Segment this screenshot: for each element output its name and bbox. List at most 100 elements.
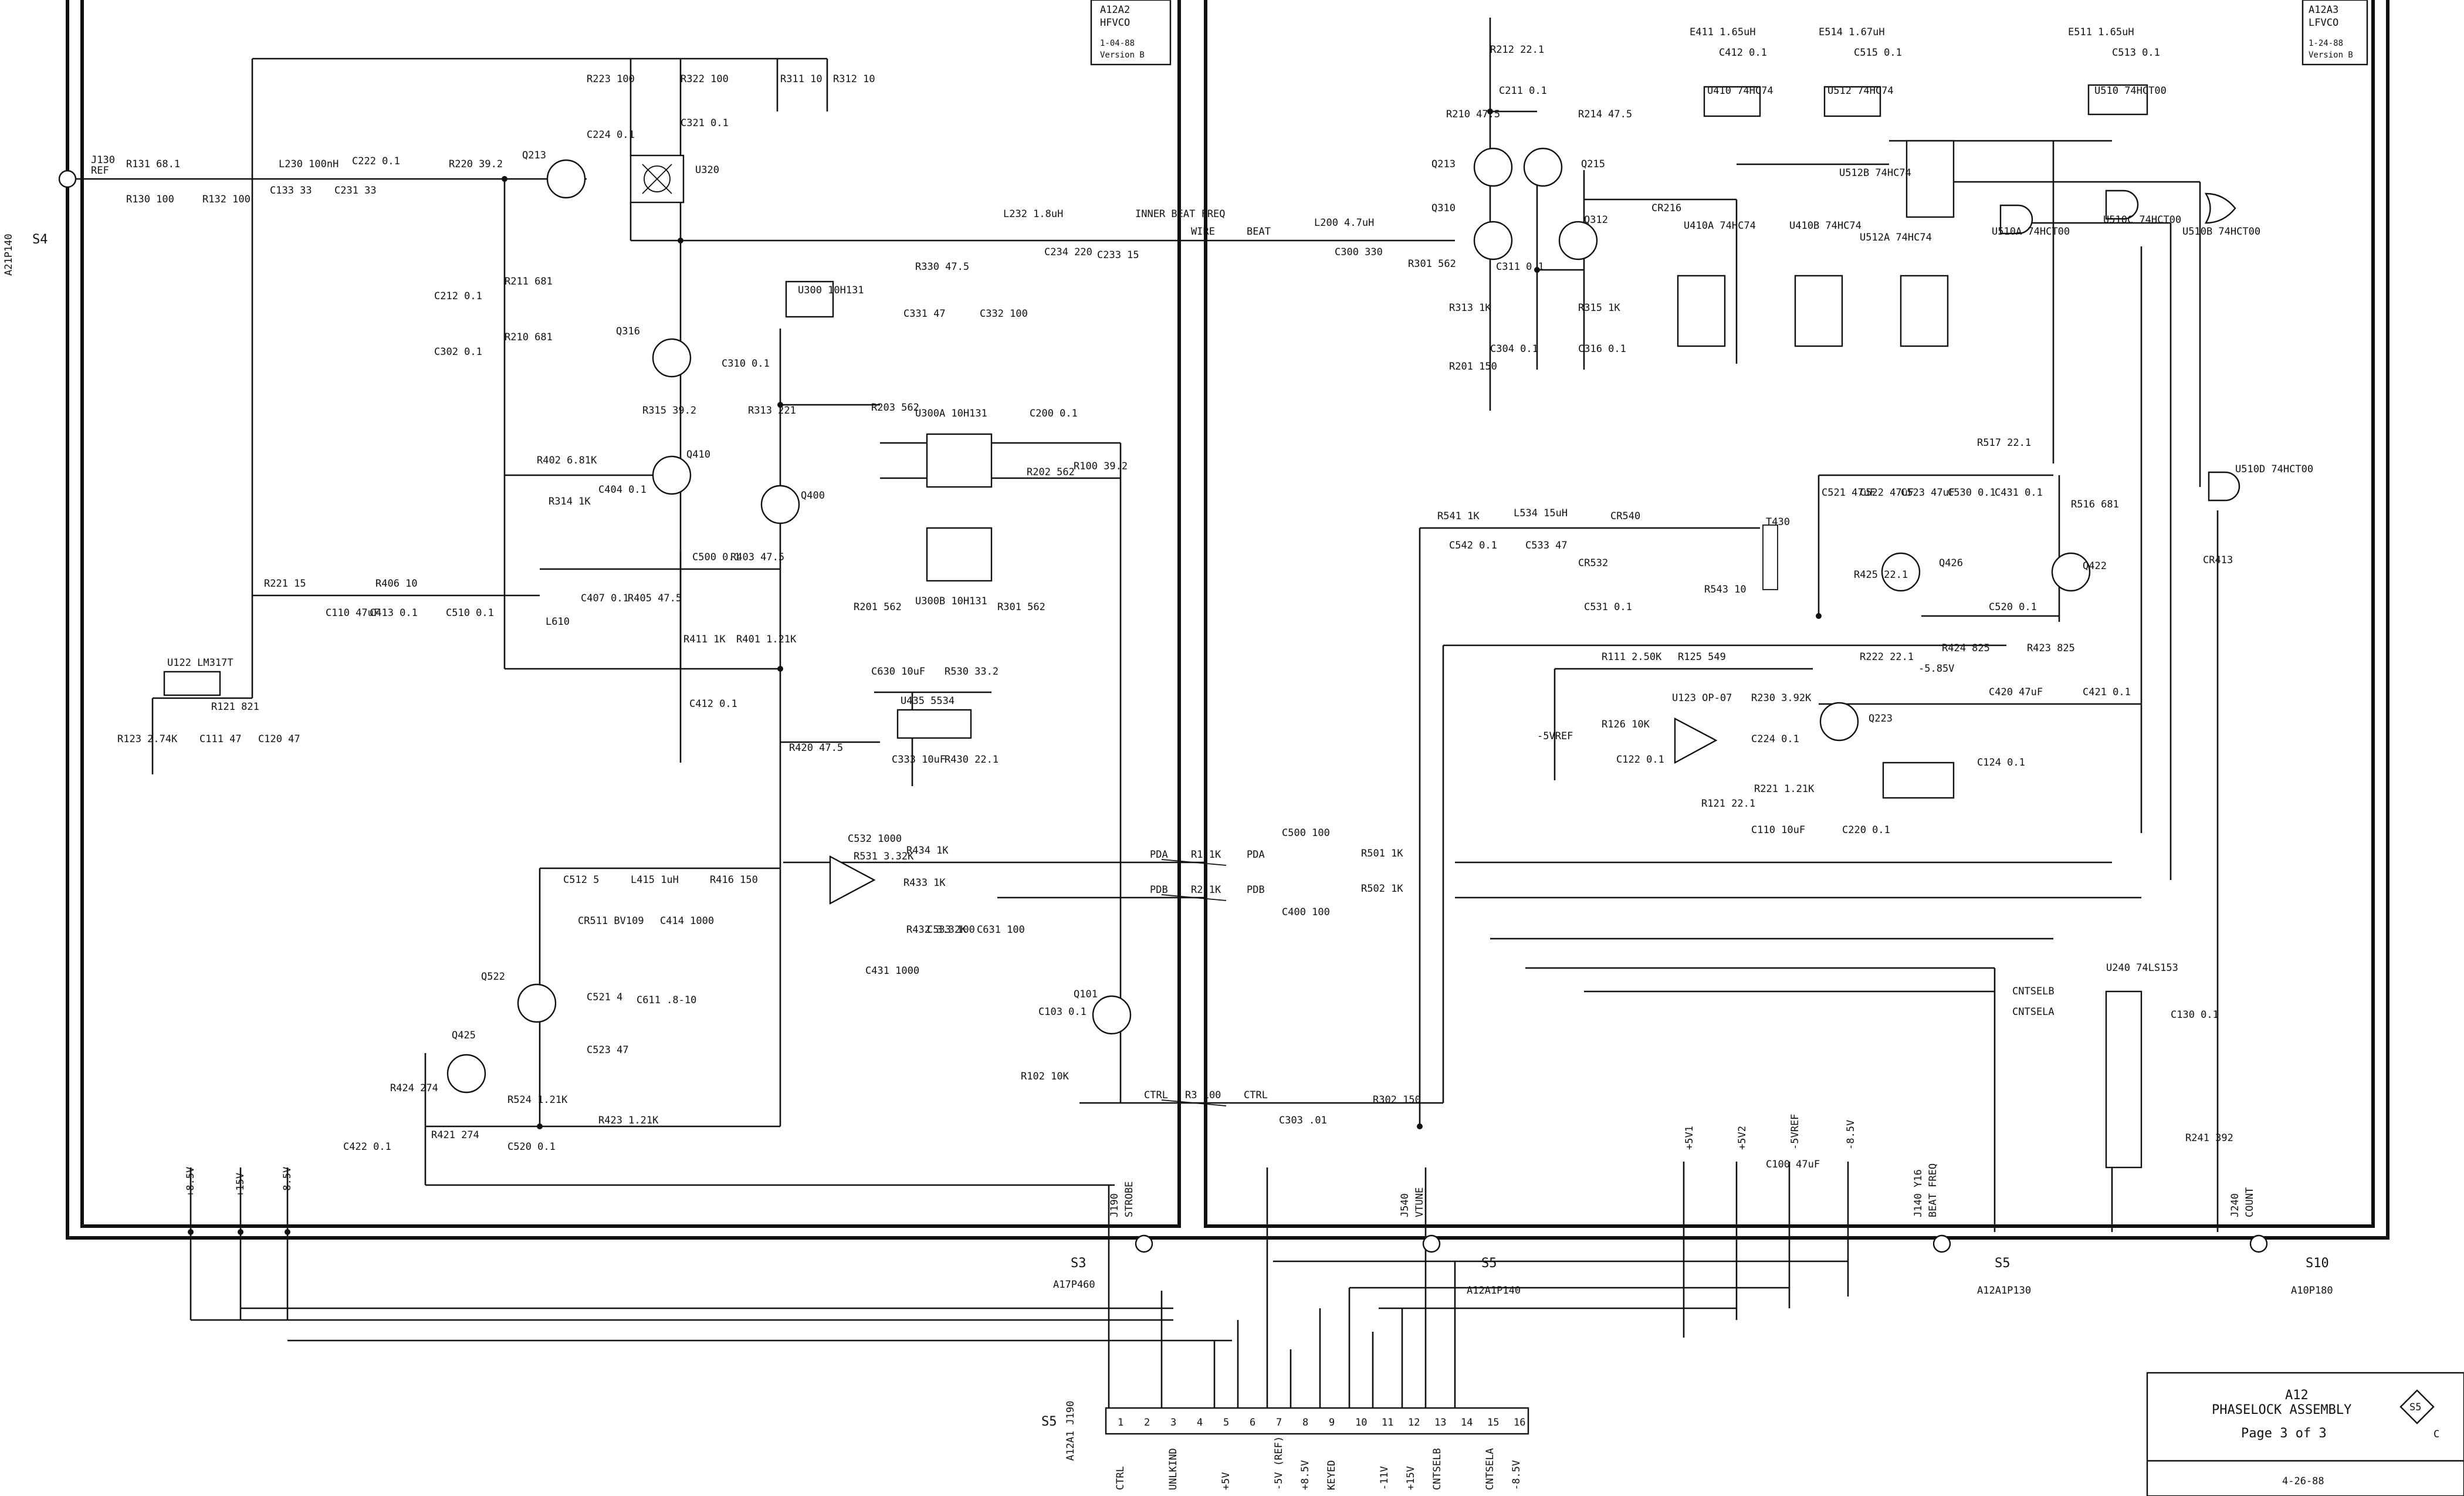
- svg-text:PDB: PDB: [1247, 884, 1265, 896]
- left-part-label: U122 LM317T: [167, 657, 233, 669]
- left-part-label: C431 1000: [865, 965, 919, 977]
- right-board-wiring: [1206, 18, 2219, 1361]
- transistor-symbol: [517, 983, 557, 1023]
- right-part-label: C124 0.1: [1977, 757, 2025, 769]
- ribbon-pin-number: 14: [1461, 1417, 1473, 1429]
- left-part-label: C111 47: [199, 733, 242, 745]
- ribbon-signal-label: -8.5V: [1511, 1460, 1522, 1490]
- transistor-symbol: [652, 455, 692, 495]
- ribbon-signal-label: CNTSELB: [1431, 1448, 1443, 1490]
- right-part-label: C211 0.1: [1499, 85, 1547, 97]
- right-part-label: R315 1K: [1578, 302, 1620, 314]
- right-part-label: T430: [1766, 516, 1790, 528]
- right-part-label: U510C 74HCT00: [2103, 214, 2181, 226]
- svg-text:Version B: Version B: [1100, 50, 1145, 60]
- right-part-label: C531 0.1: [1584, 601, 1632, 613]
- right-part-label: R541 1K: [1437, 510, 1480, 522]
- left-part-label: R531 3.32K: [854, 851, 914, 862]
- svg-text:J240: J240: [2229, 1193, 2241, 1217]
- right-part-label: C533 47: [1525, 540, 1568, 551]
- right-part-label: C520 0.1: [1989, 601, 2037, 613]
- connector-labels: J130 REF A21P140 S4 J190 STROBE A17P460 …: [3, 154, 2333, 1461]
- left-part-label: C224 0.1: [587, 129, 635, 141]
- left-part-label: R420 47.5: [789, 742, 843, 754]
- svg-text:1-04-88: 1-04-88: [1100, 39, 1135, 48]
- right-part-label: U512 74HC74: [1827, 85, 1894, 97]
- svg-text:S5: S5: [2409, 1402, 2421, 1413]
- left-part-label: Q400: [801, 490, 825, 502]
- svg-text:R3 100: R3 100: [1185, 1089, 1221, 1101]
- right-part-label: Q213: [1431, 158, 1456, 170]
- right-part-label: R543 10: [1704, 584, 1747, 595]
- left-part-label: C521 4: [587, 991, 622, 1003]
- right-part-label: R516 681: [2071, 499, 2119, 510]
- ribbon-signal-label: -11V: [1379, 1466, 1390, 1490]
- right-part-label: R423 825: [2027, 642, 2075, 654]
- left-part-label: R430 22.1: [945, 754, 999, 766]
- right-part-label: R424 825: [1942, 642, 1990, 654]
- left-part-label: L230 100nH: [279, 158, 339, 170]
- right-part-label: C100 47uF: [1766, 1159, 1820, 1170]
- left-part-label: R322 100: [681, 73, 729, 85]
- right-part-label: U512B 74HC74: [1839, 167, 1911, 179]
- left-part-label: U300 10H131: [798, 285, 864, 296]
- right-part-label: Q312: [1584, 214, 1608, 226]
- left-part-label: R132 100: [202, 194, 251, 205]
- svg-text:S5: S5: [1481, 1256, 1497, 1271]
- svg-text:-8.5V: -8.5V: [282, 1167, 293, 1197]
- svg-text:A12: A12: [2285, 1388, 2309, 1403]
- ribbon-pin-number: 8: [1302, 1417, 1308, 1429]
- right-part-label: C515 0.1: [1854, 47, 1902, 59]
- left-part-label: R220 39.2: [449, 158, 503, 170]
- left-part-label: C133 33: [270, 185, 312, 197]
- right-part-label: R210 47.5: [1446, 109, 1500, 120]
- right-part-label: C304 0.1: [1490, 343, 1538, 355]
- right-part-label: CR413: [2203, 554, 2233, 566]
- ribbon-signal-label: +15V: [1405, 1466, 1417, 1490]
- left-part-label: R530 33.2: [945, 666, 999, 678]
- ribbon-pin-number: 10: [1355, 1417, 1367, 1429]
- svg-text:A12A1P130: A12A1P130: [1977, 1285, 2031, 1297]
- transistor-symbol: [760, 485, 800, 524]
- right-part-label: R222 22.1: [1860, 651, 1914, 663]
- left-part-label: C412 0.1: [689, 698, 737, 710]
- svg-text:+5V1: +5V1: [1684, 1126, 1695, 1150]
- left-part-label: Q410: [686, 449, 710, 461]
- left-part-label: C512 5: [563, 874, 599, 886]
- left-part-label: C611 .8-10: [637, 994, 696, 1006]
- svg-text:-5VREF: -5VREF: [1537, 730, 1573, 742]
- right-part-label: C316 0.1: [1578, 343, 1626, 355]
- ribbon-pin-number: 2: [1144, 1417, 1150, 1429]
- left-part-label: C233 15: [1097, 249, 1139, 261]
- left-part-label: C333 10uF: [892, 754, 946, 766]
- right-part-label: C110 10uF: [1751, 824, 1805, 836]
- svg-text:LFVCO: LFVCO: [2309, 17, 2338, 29]
- ribbon-pin-number: 3: [1170, 1417, 1176, 1429]
- svg-text:C: C: [2433, 1429, 2439, 1440]
- mixer-symbol: [629, 154, 685, 204]
- right-part-label: C122 0.1: [1616, 754, 1664, 766]
- left-part-label: R202 562: [1027, 466, 1075, 478]
- right-part-label: R121 22.1: [1701, 798, 1755, 810]
- right-part-label: C412 0.1: [1719, 47, 1767, 59]
- left-part-label: R211 681: [505, 276, 553, 287]
- left-part-label: C500 0.1: [692, 551, 740, 563]
- left-part-label: C302 0.1: [434, 346, 482, 358]
- ribbon-pin-number: 9: [1329, 1417, 1335, 1429]
- left-part-label: R210 681: [505, 331, 553, 343]
- svg-text:+5V2: +5V2: [1737, 1126, 1748, 1150]
- left-part-label: C120 47: [258, 733, 300, 745]
- transistor-symbol: [1473, 221, 1513, 260]
- right-part-label: Q426: [1939, 557, 1963, 569]
- svg-text:+15V: +15V: [235, 1173, 246, 1197]
- sheet-tag: S4: [32, 232, 48, 247]
- right-part-label: U410B 74HC74: [1789, 220, 1861, 232]
- svg-text:Version B: Version B: [2309, 50, 2353, 60]
- left-part-label: R312 10: [833, 73, 875, 85]
- left-part-label: R401 1.21K: [736, 634, 797, 645]
- junction-dots: [188, 109, 1822, 1235]
- svg-text:BEAT: BEAT: [1247, 226, 1271, 238]
- left-part-label: R421 274: [431, 1129, 479, 1141]
